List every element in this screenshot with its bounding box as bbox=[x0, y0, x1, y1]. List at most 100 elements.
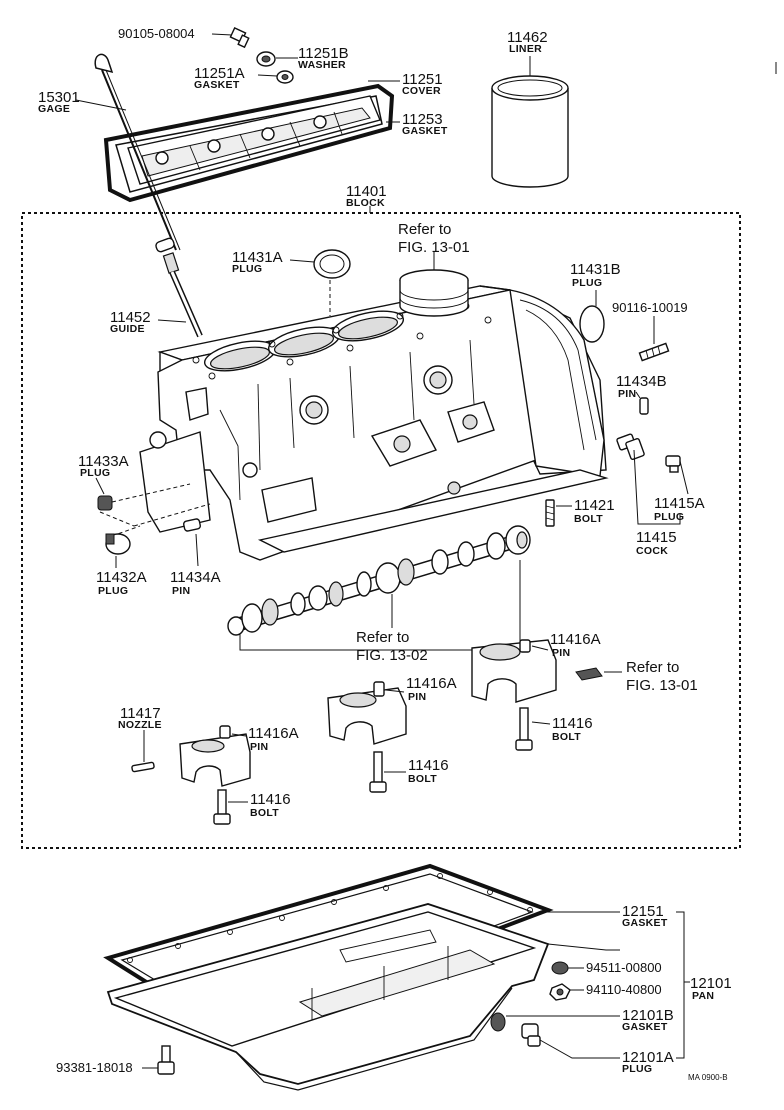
label-pin-b-name: PIN bbox=[618, 388, 636, 400]
label-drain-plug-name: PLUG bbox=[622, 1063, 652, 1075]
plug-11431a bbox=[313, 249, 351, 279]
bolt-93381 bbox=[157, 1045, 175, 1075]
label-pan-gasket-num: 12151 bbox=[622, 903, 664, 920]
label-bolt-c3-num: 11416 bbox=[250, 791, 291, 808]
label-pan-gasket-name: GASKET bbox=[622, 917, 668, 929]
valve-cover-11251 bbox=[127, 95, 381, 185]
label-nut-94110: 94110-40800 bbox=[586, 982, 662, 997]
label-block-num: 11401 bbox=[346, 183, 387, 200]
label-ref-right-2: FIG. 13-01 bbox=[626, 677, 698, 694]
label-bolt-c2-name: BOLT bbox=[408, 773, 437, 785]
pin-11434b bbox=[639, 397, 649, 415]
label-bolt-21-name: BOLT bbox=[574, 513, 603, 525]
label-ref-top-1: Refer to bbox=[398, 221, 451, 238]
label-pan-name: PAN bbox=[692, 990, 714, 1002]
bolt-11416-right bbox=[515, 707, 533, 751]
label-washer-num: 11251B bbox=[298, 45, 349, 62]
label-plug-33-num: 11433A bbox=[78, 453, 129, 470]
label-drain-gasket-num: 12101B bbox=[622, 1007, 674, 1024]
label-guide-num: 11452 bbox=[110, 309, 151, 326]
bolt-11421 bbox=[545, 499, 555, 527]
label-plug-a-name: PLUG bbox=[232, 263, 262, 275]
label-plug-a-num: 11431A bbox=[232, 249, 283, 266]
bolt-11416-middle bbox=[369, 751, 387, 793]
label-ref-mid-2: FIG. 13-02 bbox=[356, 647, 428, 664]
label-plug-15-num: 11415A bbox=[654, 495, 705, 512]
label-bolt-c1-num: 11416 bbox=[552, 715, 593, 732]
bolt-11416-left bbox=[213, 789, 231, 825]
plug-11431b bbox=[579, 305, 605, 343]
label-plug-32-name: PLUG bbox=[98, 585, 128, 597]
label-pin-b-num: 11434B bbox=[616, 373, 667, 390]
oil-nozzle-11417 bbox=[131, 761, 155, 773]
label-drain-plug-num: 12101A bbox=[622, 1049, 674, 1066]
label-nozzle-name: NOZZLE bbox=[118, 719, 162, 731]
label-pin-a-num: 11434A bbox=[170, 569, 221, 586]
label-plug-32-num: 11432A bbox=[96, 569, 147, 586]
label-gage-num: 15301 bbox=[38, 89, 80, 106]
label-cock-name: COCK bbox=[636, 545, 668, 557]
label-bolt-c2-num: 11416 bbox=[408, 757, 449, 774]
plug-11415a bbox=[665, 455, 681, 473]
label-bolt-90105: 90105-08004 bbox=[118, 26, 195, 41]
drain-gasket-12101b bbox=[490, 1012, 506, 1032]
nut-94110 bbox=[549, 983, 571, 1001]
label-pin-a-name: PIN bbox=[172, 585, 190, 597]
label-block-name: BLOCK bbox=[346, 197, 385, 209]
bearing-cap-right bbox=[471, 639, 557, 703]
washer-11251b bbox=[256, 51, 276, 67]
label-pin-c3-num: 11416A bbox=[248, 725, 299, 742]
stud-90116 bbox=[638, 342, 670, 362]
label-ref-top-2: FIG. 13-01 bbox=[398, 239, 470, 256]
label-ref-right-1: Refer to bbox=[626, 659, 679, 676]
label-gage-name: GAGE bbox=[38, 103, 70, 115]
dipstick-gage-15301 bbox=[94, 53, 181, 251]
label-washer-name: WASHER bbox=[298, 59, 346, 71]
camshaft bbox=[227, 525, 531, 636]
plug-11433a bbox=[97, 495, 113, 511]
oil-pan-12101 bbox=[106, 903, 550, 1091]
label-liner-num: 11462 bbox=[507, 29, 548, 46]
label-liner-name: LINER bbox=[509, 43, 542, 55]
label-plug-15-name: PLUG bbox=[654, 511, 684, 523]
drain-cock-11415 bbox=[616, 433, 645, 460]
plug-11432a bbox=[105, 533, 131, 555]
label-bolt-93381: 93381-18018 bbox=[56, 1060, 133, 1075]
cap-bracket-ref bbox=[575, 667, 603, 681]
block-group-boundary bbox=[21, 212, 741, 849]
label-bolt-21-num: 11421 bbox=[574, 497, 615, 514]
label-cover-gasket-num: 11253 bbox=[402, 111, 443, 128]
label-cover-name: COVER bbox=[402, 85, 441, 97]
footer-code: MA 0900-B bbox=[688, 1073, 728, 1082]
pin-11434a bbox=[182, 518, 202, 532]
piston-reference bbox=[399, 269, 469, 317]
bearing-cap-middle bbox=[327, 681, 407, 745]
label-cock-num: 11415 bbox=[636, 529, 677, 546]
label-gasket-sm-num: 11251A bbox=[194, 65, 245, 82]
label-gasket-sm-name: GASKET bbox=[194, 79, 240, 91]
nut-94511 bbox=[551, 961, 569, 975]
bolt-90105 bbox=[229, 27, 250, 49]
label-cover-gasket-name: GASKET bbox=[402, 125, 448, 137]
label-pin-c2-name: PIN bbox=[408, 691, 426, 703]
label-plug-b-num: 11431B bbox=[570, 261, 621, 278]
label-bolt-c3-name: BOLT bbox=[250, 807, 279, 819]
label-nozzle-num: 11417 bbox=[120, 705, 161, 722]
label-ref-mid-1: Refer to bbox=[356, 629, 409, 646]
label-drain-gasket-name: GASKET bbox=[622, 1021, 668, 1033]
cylinder-liner-11462 bbox=[491, 75, 569, 188]
label-pin-c1-name: PIN bbox=[552, 647, 570, 659]
label-plug-33-name: PLUG bbox=[80, 467, 110, 479]
label-nut-94511: 94511-00800 bbox=[586, 960, 662, 975]
label-pan-num: 12101 bbox=[690, 975, 732, 992]
label-guide-name: GUIDE bbox=[110, 323, 145, 335]
bearing-cap-left bbox=[179, 725, 251, 787]
gasket-11251a bbox=[276, 70, 294, 84]
dipstick-guide-11452 bbox=[155, 237, 203, 338]
label-cover-num: 11251 bbox=[402, 71, 443, 88]
label-pin-c2-num: 11416A bbox=[406, 675, 457, 692]
cylinder-block-11401 bbox=[139, 285, 609, 561]
drain-plug-12101a bbox=[521, 1023, 541, 1047]
label-pin-c1-num: 11416A bbox=[550, 631, 601, 648]
